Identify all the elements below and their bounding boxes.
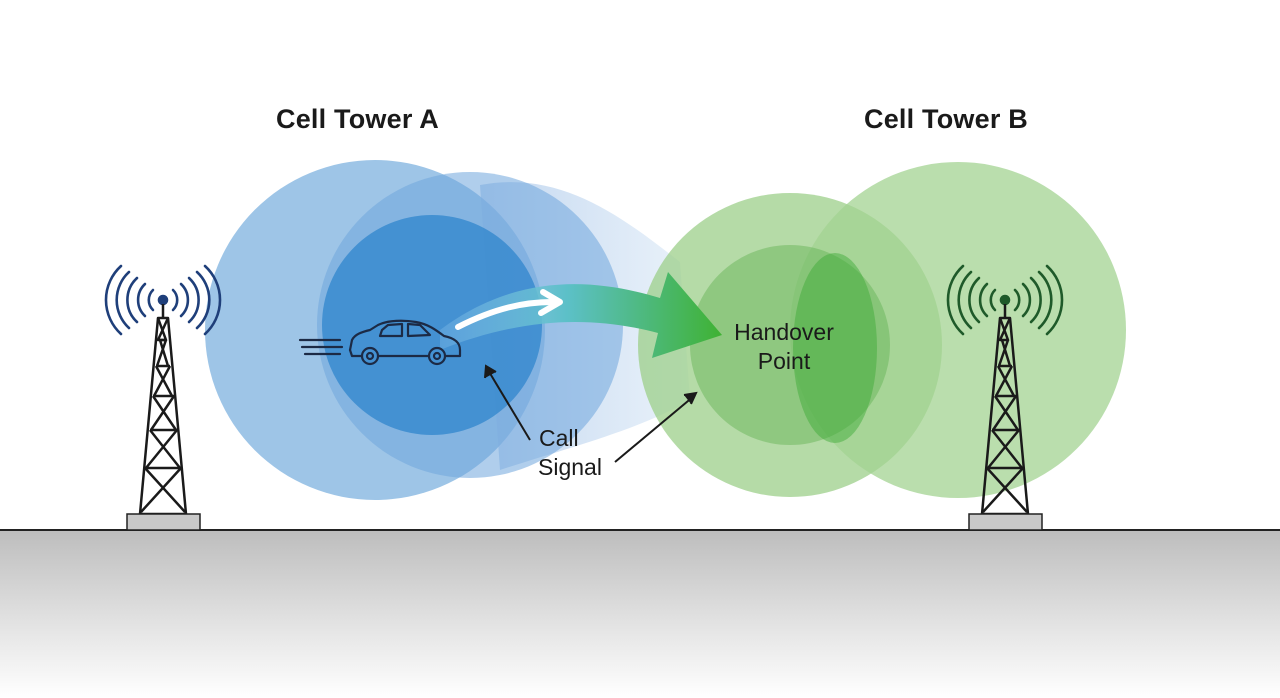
- tower-a-base: [126, 513, 201, 531]
- handover-arrow-icon: [440, 272, 722, 358]
- handover-label-line1: Handover: [734, 319, 834, 345]
- ground: [0, 530, 1280, 698]
- coverage-a-inner: [322, 215, 542, 435]
- signal-waves-icon: [104, 264, 222, 336]
- tower-icon: [138, 304, 188, 516]
- call-signal-label: Call Signal: [538, 424, 602, 482]
- car-icon: [298, 319, 462, 366]
- pointer-to-car: [487, 369, 531, 441]
- handover-label-line2: Point: [757, 348, 811, 374]
- call-label-line1: Call: [539, 425, 579, 451]
- coverage-b-mid: [690, 245, 890, 445]
- handover-point-label: Handover Point: [722, 318, 846, 376]
- tower-a-title: Cell Tower A: [276, 104, 439, 134]
- call-label-line2: Signal: [538, 454, 602, 480]
- coverage-a: [205, 160, 690, 500]
- tower-b-title: Cell Tower B: [864, 104, 1028, 134]
- tower-b: [946, 264, 1064, 531]
- tower-a: [104, 264, 222, 531]
- call-signal-pointers: [484, 364, 698, 463]
- pointer-to-handover: [614, 395, 695, 463]
- coverage-b-overlap: [793, 253, 877, 443]
- tower-b-base: [968, 513, 1043, 531]
